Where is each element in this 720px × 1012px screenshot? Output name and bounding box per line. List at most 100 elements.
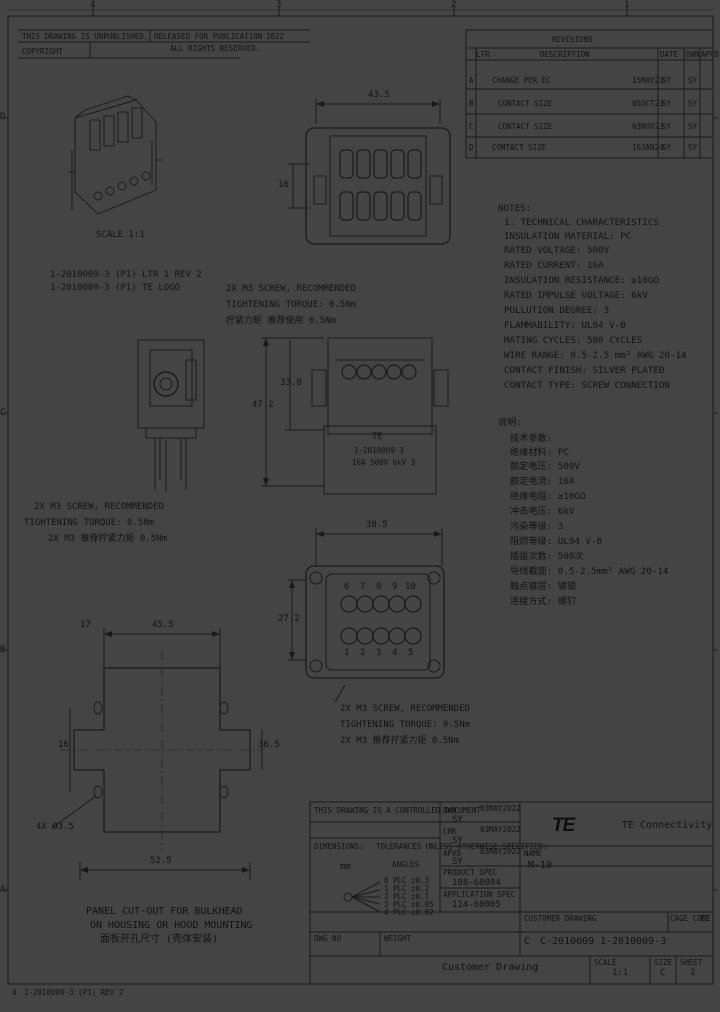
size-value: C bbox=[660, 968, 666, 978]
notes-line: RATED CURRENT: 16A bbox=[504, 260, 604, 271]
face-mark-logo: TE bbox=[372, 432, 383, 442]
mm-label: mm bbox=[340, 862, 351, 872]
notes-cn-line: 插拔次数: 500次 bbox=[510, 551, 584, 562]
dwg-label: DWG NO bbox=[314, 934, 342, 943]
notes-line: POLLUTION DEGREE: 3 bbox=[504, 305, 610, 316]
rev-row-apvd: SY bbox=[688, 99, 698, 108]
tolerance-line: 4 PLC ±0.02 bbox=[384, 908, 434, 917]
dim-cutout-height: 16 bbox=[58, 740, 69, 750]
sheet-label: SHEET bbox=[680, 958, 703, 967]
dim-face-width: 38.5 bbox=[366, 520, 388, 530]
rev-row-ltr: A bbox=[469, 76, 474, 85]
view-caption-2: 1-2010009-3 (P1) TE LOGO bbox=[50, 283, 181, 293]
note-screw-top: 2X M3 SCREW, RECOMMENDED bbox=[226, 284, 357, 294]
print-ref: 1-2010009-3 (P1) REV 2 bbox=[24, 988, 124, 997]
pin-label-bottom: 3 bbox=[376, 648, 382, 658]
drawing-title: M-10 bbox=[528, 860, 553, 871]
rev-row-ltr: B bbox=[469, 99, 474, 108]
notes-cn-line: 技术参数: bbox=[510, 433, 553, 444]
notes-cn-line: 额定电流: 16A bbox=[510, 476, 575, 487]
panel-cutout-caption: PANEL CUT-OUT FOR BULKHEAD bbox=[86, 906, 243, 917]
product-spec-label: PRODUCT SPEC bbox=[443, 868, 498, 877]
notes-line: WIRE RANGE: 0.5-2.5 mm² AWG 20-14 bbox=[504, 350, 687, 361]
iso-view-label: SCALE 1:1 bbox=[96, 230, 145, 240]
customer-drawing: Customer Drawing bbox=[442, 962, 539, 973]
note-screw-left: TIGHTENING TORQUE: 0.5Nm bbox=[24, 518, 155, 528]
grid-col-2: 2 bbox=[451, 0, 457, 10]
size-label: SIZE bbox=[654, 958, 673, 967]
appr-date: 03MAY2022 bbox=[480, 847, 521, 856]
panel-cutout-caption: 面板开孔尺寸 (壳体安装) bbox=[100, 934, 219, 945]
rev-row-desc: CONTACT SIZE bbox=[498, 122, 553, 131]
rev-row-dwn: SY bbox=[662, 99, 672, 108]
notes-line: INSULATION MATERIAL: PC bbox=[504, 231, 632, 242]
notes-cn-line: 绝缘电阻: ≥10GΩ bbox=[510, 491, 586, 502]
notes-line: 1. TECHNICAL CHARACTERISTICS bbox=[504, 217, 659, 228]
rev-row-ltr: C bbox=[469, 122, 474, 131]
pin-label-bottom: 2 bbox=[360, 648, 366, 658]
tolerances-label: TOLERANCES UNLESS OTHERWISE SPECIFIED: bbox=[376, 842, 548, 851]
rev-header-apvd: APVD bbox=[701, 50, 720, 59]
grid-row-a: A bbox=[0, 885, 6, 895]
view-caption-1: 1-2010009-3 (P1) LTR 1 REV 2 bbox=[50, 270, 202, 280]
dim-cutout-left: 17 bbox=[80, 620, 91, 630]
rev-row-desc: CHANGE PER EC bbox=[492, 76, 551, 85]
note-screw-top: 拧紧力矩 推荐使用 0.5Nm bbox=[226, 316, 336, 326]
sheet-value: 2 bbox=[690, 968, 696, 978]
rev-row-ltr: D bbox=[469, 143, 474, 152]
pin-label-top: 8 bbox=[376, 582, 382, 592]
pin-label-top: 6 bbox=[344, 582, 350, 592]
te-logo: TE bbox=[552, 815, 575, 836]
note-screw-left: 2X M3 推荐拧紧力矩 0.5Nm bbox=[48, 534, 168, 544]
dim-side-mid: 33.8 bbox=[280, 378, 302, 388]
notes-line: INSULATION RESISTANCE: ≥10GΩ bbox=[504, 275, 659, 286]
pin-label-bottom: 1 bbox=[344, 648, 350, 658]
dim-cutout-width: 45.5 bbox=[152, 620, 174, 630]
scale-label: SCALE bbox=[594, 958, 617, 967]
header-rights: ALL RIGHTS RESERVED. bbox=[170, 44, 261, 53]
weight-label: WEIGHT bbox=[384, 934, 412, 943]
dim-face-height: 27.2 bbox=[278, 614, 300, 624]
application-spec-label: APPLICATION SPEC bbox=[443, 890, 516, 899]
scale-value: 1:1 bbox=[612, 968, 629, 978]
chk-label: CHK bbox=[443, 827, 457, 836]
tolerance-line: 2 PLC ±0.1 bbox=[384, 892, 430, 901]
angle-label: ANGLES bbox=[392, 860, 420, 869]
rev-header-dwn: DWN bbox=[686, 50, 700, 59]
rev-row-apvd: SY bbox=[688, 76, 698, 85]
grid-row-b: B bbox=[0, 645, 6, 655]
notes-line: CONTACT FINISH: SILVER PLATED bbox=[504, 365, 665, 376]
part-number: 1-2010009-3 bbox=[600, 936, 667, 947]
rev-row-date: 03NOV23 bbox=[632, 122, 664, 131]
notes-cn-line: 污染等级: 3 bbox=[510, 521, 564, 532]
notes-line: RATED VOLTAGE: 500V bbox=[504, 245, 610, 256]
rev-row-apvd: SY bbox=[688, 143, 698, 152]
rev-row-dwn: SY bbox=[662, 76, 672, 85]
note-screw-face: 2X M3 推荐拧紧力矩 0.5Nm bbox=[340, 736, 460, 746]
dwn-value: SY bbox=[452, 815, 463, 825]
notes-cn-line: 额定电压: 500V bbox=[510, 461, 580, 472]
dim-cutout-width-bottom: 52.5 bbox=[150, 856, 172, 866]
notes-line: FLAMMABILITY: UL94 V-0 bbox=[504, 320, 626, 331]
pin-label-top: 7 bbox=[360, 582, 366, 592]
header-copyright: COPYRIGHT bbox=[22, 47, 63, 56]
rev-row-desc: CONTACT SIZE bbox=[492, 143, 547, 152]
face-mark-rating: 16A 500V 6kV 3 bbox=[352, 458, 416, 467]
company-name: TE Connectivity bbox=[622, 820, 713, 831]
dim-top-width: 43.5 bbox=[368, 90, 390, 100]
rev-header-date: DATE bbox=[660, 50, 679, 59]
pin-label-top: 9 bbox=[392, 582, 398, 592]
customer-label: CUSTOMER DRAWING bbox=[524, 914, 597, 923]
approved-note: THIS DRAWING IS A CONTROLLED DOCUMENT bbox=[314, 806, 482, 815]
header-released: RELEASED FOR PUBLICATION bbox=[154, 32, 263, 41]
drawing-number: C-2010009 bbox=[540, 936, 595, 947]
cage-label: CAGE CODE bbox=[670, 914, 711, 923]
appr-label: APVD bbox=[443, 849, 462, 858]
grid-row-c: C bbox=[0, 408, 6, 418]
tolerance-line: 3 PLC ±0.05 bbox=[384, 900, 434, 909]
rev-row-date: 05OCT23 bbox=[632, 99, 664, 108]
face-mark-part: 1-2010009-3 bbox=[354, 446, 404, 455]
tolerance-line: 0 PLC ±0.3 bbox=[384, 876, 430, 885]
